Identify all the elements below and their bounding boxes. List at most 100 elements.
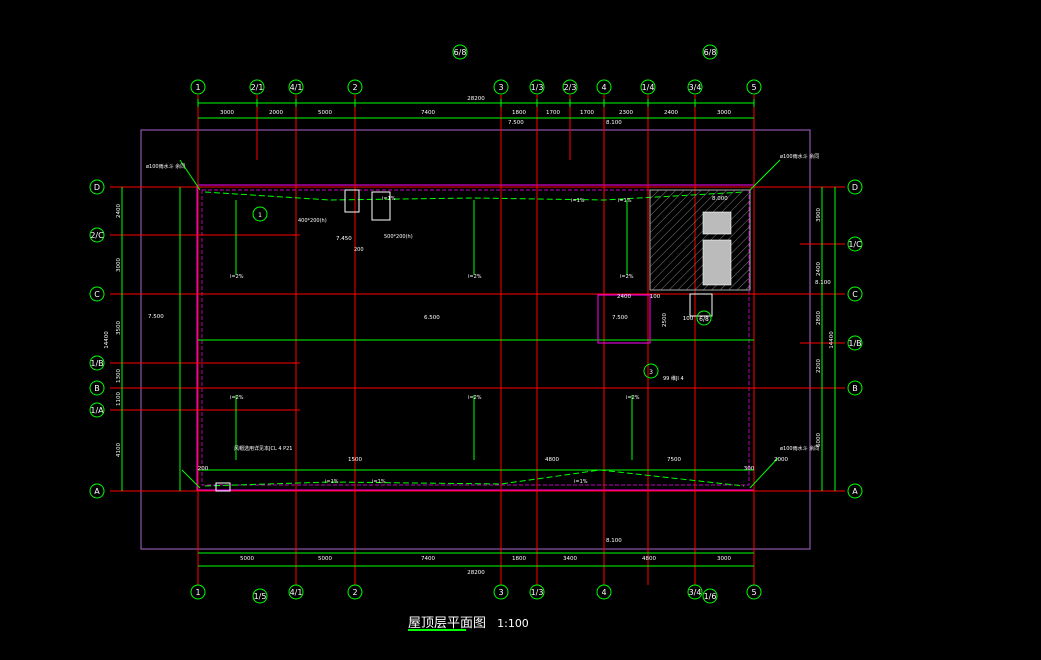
axis-bottom-5: 4 (601, 588, 606, 597)
note-0: ø100雨水斗 余同 (146, 163, 185, 170)
axis-right-1: 1/C (848, 240, 862, 249)
dim-inner-4: 200 (198, 466, 209, 472)
axis-left-6: A (94, 487, 100, 496)
dim-right-2: 2800 (816, 311, 822, 325)
axis-extra-bottom-1: 1/6 (704, 592, 717, 601)
axis-left-5: 1/A (90, 406, 104, 415)
axis-top-6: 2/3 (564, 83, 577, 92)
axis-bubbles-top (190, 44, 762, 95)
dim-right-0: 3900 (816, 208, 822, 222)
axis-right-4: B (852, 384, 858, 393)
axis-top-0: 1 (195, 83, 200, 92)
axis-bottom-1: 4/1 (290, 588, 303, 597)
axis-left-4: B (94, 384, 100, 393)
slope-5: i=1% (618, 198, 632, 204)
dim-top-4: 1800 (512, 110, 526, 116)
slope-7: i=1% (372, 479, 386, 485)
note-7: 风帽选用详见本JCL 4 P21 (234, 445, 293, 452)
axis-bubbles-right (847, 179, 863, 499)
drawing-scale: 1:100 (497, 617, 529, 630)
dim-top-7: 2300 (619, 110, 633, 116)
section-mark-1: 6/8 (699, 316, 709, 323)
dim-top-1: 2000 (269, 110, 283, 116)
dim-right-total: 14400 (829, 331, 835, 349)
axis-left-3: 1/B (90, 359, 103, 368)
axis-bottom-0: 1 (195, 588, 200, 597)
axis-right-5: A (852, 487, 858, 496)
dim-bottom-total: 28200 (467, 570, 485, 576)
elev-5: 8.100 (815, 280, 831, 286)
axis-bubbles-bottom (190, 584, 762, 604)
dim-left-0: 2400 (116, 204, 122, 218)
note-3: 400*200(h) (298, 218, 327, 224)
axis-bottom-6: 3/4 (689, 588, 702, 597)
slope-0: i=2% (230, 274, 244, 280)
section-mark-labels: 1 6/8 3 (258, 212, 709, 376)
dim-left-5: 4100 (116, 443, 122, 457)
dim-right-3: 2200 (816, 359, 822, 373)
axis-left-0: D (94, 183, 100, 192)
drawing-title: 屋顶层平面图 (408, 616, 487, 631)
dim-inner-3: 2000 (774, 457, 788, 463)
axis-bubbles-left (89, 179, 105, 499)
slope-9: i=2% (468, 395, 482, 401)
slope-10: i=2% (626, 395, 640, 401)
slope-11: i=1% (574, 479, 588, 485)
dims-right: 3900 2400 2800 2200 6000 14400 (816, 208, 835, 447)
elev-6: 8.100 (606, 538, 622, 544)
dim-inner-0: 1500 (348, 457, 362, 463)
dim-inner-9: 100 (683, 316, 694, 322)
building-outline (140, 129, 811, 550)
vent-3 (215, 482, 231, 492)
axis-right-2: C (852, 290, 858, 299)
dim-inner-7: 2400 (617, 294, 631, 300)
dim-top-0: 3000 (220, 110, 234, 116)
dim-bottom-5: 4800 (642, 556, 656, 562)
annotation-notes: ø100雨水斗 余同 ø100雨水斗 余同 ø100雨水斗 余同 400*200… (146, 153, 819, 452)
axis-top-9: 3/4 (689, 83, 702, 92)
axis-top-1: 2/1 (251, 83, 264, 92)
dim-bottom-6: 3000 (717, 556, 731, 562)
axis-labels-top: 1 2/1 4/1 2 3 1/3 2/3 4 1/4 3/4 5 6/8 6/… (195, 48, 756, 92)
dim-left-total: 14400 (104, 331, 110, 349)
elev-0: 7.500 (508, 120, 524, 126)
elev-8: 8.000 (712, 196, 728, 202)
axis-bottom-7: 5 (751, 588, 756, 597)
elev-4: 7.500 (612, 315, 628, 321)
slope-3: i=1% (382, 196, 396, 202)
dims-top: 3000 2000 5000 7400 1800 1700 1700 2300 … (220, 96, 731, 116)
axis-left-2: C (94, 290, 100, 299)
axis-bottom-3: 3 (498, 588, 503, 597)
slope-8: i=2% (230, 395, 244, 401)
axis-bottom-4: 1/3 (531, 588, 544, 597)
axis-labels-bottom: 1 4/1 2 3 1/3 4 3/4 5 1/5 1/6 (195, 588, 756, 601)
dim-top-2: 5000 (318, 110, 332, 116)
hatch-opening (689, 293, 713, 317)
dim-top-8: 2400 (664, 110, 678, 116)
dim-top-3: 7400 (421, 110, 435, 116)
section-mark-0: 1 (258, 212, 262, 219)
slope-6: i=1% (325, 479, 339, 485)
note-4: 500*200(h) (384, 234, 413, 240)
axis-top-8: 1/4 (642, 83, 655, 92)
equipment-unit-1 (702, 211, 732, 235)
section-mark-bubbles (252, 206, 712, 379)
dim-left-2: 3500 (116, 321, 122, 335)
dim-right-1: 2400 (816, 262, 822, 276)
dim-bottom-0: 5000 (240, 556, 254, 562)
axis-top-5: 1/3 (531, 83, 544, 92)
dim-bottom-2: 7400 (421, 556, 435, 562)
slope-labels: i=2% i=2% i=2% i=1% i=1% i=1% i=1% i=1% … (230, 196, 640, 485)
elev-3: 7.500 (148, 314, 164, 320)
section-mark-2: 3 (649, 369, 653, 376)
dim-bottom-3: 1800 (512, 556, 526, 562)
drawing-title-block: 屋顶层平面图 1:100 (408, 612, 529, 631)
axis-extra-bottom-0: 1/5 (254, 592, 267, 601)
dim-top-5: 1700 (546, 110, 560, 116)
axis-left-1: 2/C (90, 231, 104, 240)
axis-extra-top-0: 6/8 (454, 48, 467, 57)
axis-top-7: 4 (601, 83, 606, 92)
equipment-hatch-zone (649, 189, 751, 291)
stair-room (597, 294, 651, 344)
